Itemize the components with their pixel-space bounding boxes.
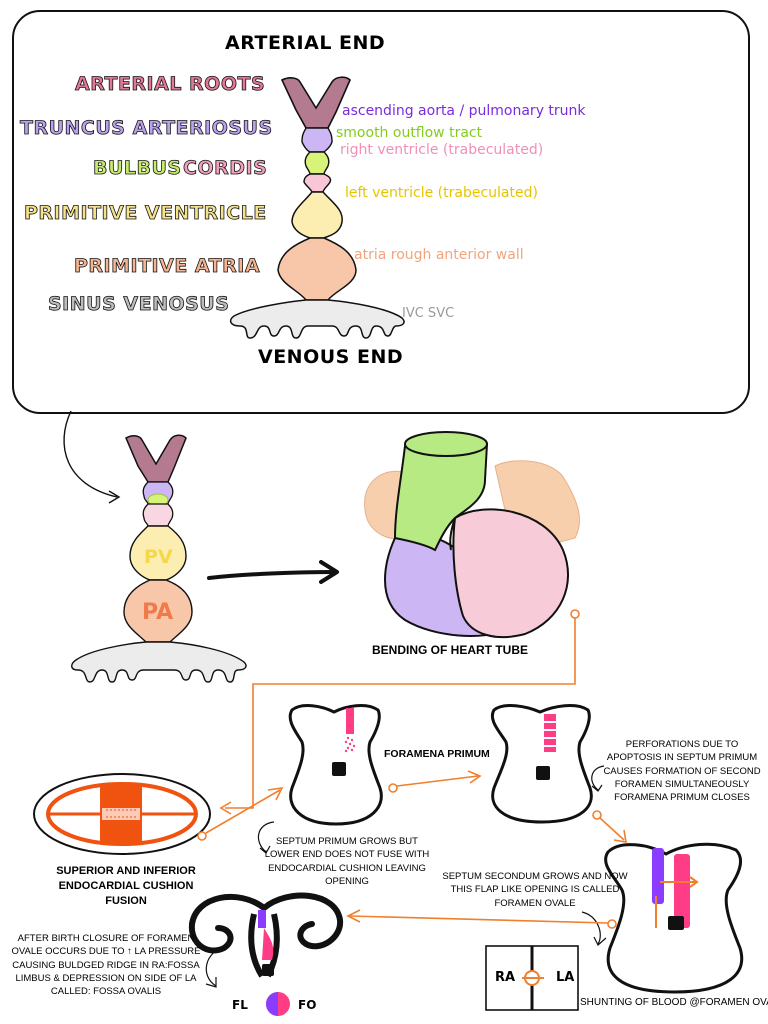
fl-label: FL — [232, 998, 248, 1012]
derivative-smooth-outflow: smooth outflow tract — [336, 125, 483, 141]
pv-label: PV — [144, 546, 173, 568]
atria-right-shape — [494, 460, 581, 547]
venous-end-heading: VENOUS END — [258, 346, 404, 368]
top-panel — [12, 10, 750, 414]
endocardial-cushion-diagram — [33, 773, 211, 855]
segment-label-primitive-ventricle: PRIMITIVE VENTRICLE — [24, 202, 267, 225]
segment-label-arterial-roots: ARTERIAL ROOTS — [75, 73, 266, 96]
cordis-shape — [303, 173, 332, 193]
connector-bent-heart-to-cushion — [219, 609, 580, 815]
caption-septum-secondum: SEPTUM SECONDUM GROWS AND NOW THIS FLAP … — [442, 871, 628, 909]
arterial-roots-shape — [280, 76, 351, 129]
ra-label: RA — [495, 970, 516, 985]
small-cordis — [142, 503, 174, 527]
derivative-ascending-aorta: ascending aorta / pulmonary trunk — [342, 103, 586, 119]
small-heart-tube-diagram — [71, 434, 247, 683]
derivative-left-ventricle: left ventricle (trabeculated) — [345, 185, 538, 201]
pa-label: PA — [142, 600, 174, 625]
fo-label: FO — [298, 998, 317, 1012]
caption-bending: BENDING OF HEART TUBE — [372, 643, 528, 657]
segment-label-bulbus: BULBUS — [93, 157, 182, 180]
la-label: LA — [556, 970, 575, 985]
segment-label-primitive-atria: PRIMITIVE ATRIA — [74, 255, 261, 278]
heart-tube-diagram — [229, 76, 405, 339]
small-arterial-roots — [125, 434, 187, 483]
curl-arrow-perforation — [591, 765, 605, 792]
segment-label-sinus-venosus: SINUS VENOSUS — [48, 293, 230, 316]
derivative-atria-wall: atria rough anterior wall — [354, 247, 524, 263]
fossa-ovalis-symbol — [266, 992, 290, 1016]
arrow-to-bent-heart — [207, 560, 339, 584]
septum-primum-diagram — [288, 704, 383, 826]
after-birth-diagram — [188, 892, 344, 978]
caption-after-birth: AFTER BIRTH CLOSURE OF FORAMEN OVALE OCC… — [11, 933, 201, 998]
small-sinus-venosus — [71, 641, 247, 683]
curl-arrow-secondum — [581, 911, 607, 946]
arrow-perforation-to-secondum — [592, 810, 627, 843]
curl-arrow-primum — [257, 821, 275, 854]
derivative-right-ventricle: right ventricle (trabeculated) — [340, 142, 544, 158]
bent-heart-tube-diagram — [364, 431, 581, 639]
arrow-secondum-to-afterbirth — [346, 909, 617, 929]
arterial-end-heading: ARTERIAL END — [225, 32, 386, 54]
truncus-shape — [301, 127, 333, 153]
caption-septum-primum: SEPTUM PRIMUM GROWS BUT LOWER END DOES N… — [264, 836, 430, 887]
sinus-venosus-shape — [229, 299, 405, 339]
outflow-opening — [404, 431, 488, 457]
segment-label-truncus-arteriosus: TRUNCUS ARTERIOSUS — [20, 117, 273, 140]
bulbus-shape — [304, 151, 330, 175]
caption-shunting: SHUNTING OF BLOOD @FORAMEN OVALE — [580, 997, 768, 1008]
right-ventricle-shape — [452, 508, 569, 639]
caption-perforations: PERFORATIONS DUE TO APOPTOSIS IN SEPTUM … — [603, 739, 761, 804]
derivative-ivc-svc: IVC SVC — [402, 306, 455, 321]
caption-foramen-primum: FORAMENA PRIMUM — [384, 748, 490, 760]
segment-label-cordis: CORDIS — [183, 157, 268, 180]
caption-cushion: SUPERIOR AND INFERIOR ENDOCARDIAL CUSHIO… — [56, 865, 196, 907]
arrow-primum-to-perforation — [388, 770, 482, 793]
primitive-atria-shape — [277, 237, 357, 301]
shunting-diagram — [485, 945, 579, 1011]
pointer-arrow-small-tube — [63, 410, 121, 504]
primitive-ventricle-shape — [291, 191, 343, 239]
curl-arrow-afterbirth — [205, 945, 227, 988]
perforation-diagram — [491, 704, 593, 824]
septum-secondum-diagram — [604, 842, 744, 994]
connector-cushion-to-primum — [197, 786, 284, 841]
